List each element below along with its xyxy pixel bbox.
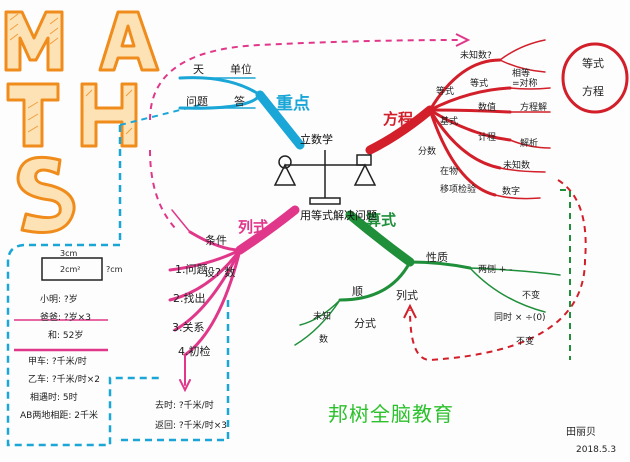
red-item-8: 计程 xyxy=(478,133,497,143)
magenta-item-5: 4.初检 xyxy=(178,345,211,358)
dashed-link-left xyxy=(149,149,176,229)
green-branch xyxy=(294,210,561,346)
box-row-5: 乙车: ?千米/时×2 xyxy=(28,375,100,385)
red-item-6: 数值 xyxy=(478,103,497,113)
red-item-15: 检验 xyxy=(458,185,477,195)
box-row-7: AB两地相距: 2千米 xyxy=(20,411,98,421)
magenta-item-4: 3.关系 xyxy=(172,321,205,334)
blue-branch-title: 重点 xyxy=(276,94,310,114)
box-row-2: 爸爸: ?岁×3 xyxy=(40,313,91,323)
red-item-1: 未知数? xyxy=(460,51,492,61)
green-item-5: 未知 xyxy=(313,312,332,322)
blue-item-2: 单位 xyxy=(230,63,252,76)
legend-item-b: 方程 xyxy=(582,85,604,98)
magenta-item-3: 2.找出 xyxy=(173,292,206,305)
green-item-9: 同时 × ÷(0) xyxy=(494,313,546,323)
blue-item-4: 答 xyxy=(234,95,245,108)
red-item-14: 分数 xyxy=(418,147,437,157)
magenta-branch-title: 列式 xyxy=(238,218,269,236)
red-item-5: 等式 xyxy=(436,87,455,97)
green-item-3: 列式 xyxy=(396,289,418,302)
box-row-3: 和: 52岁 xyxy=(48,331,84,341)
green-branch-title: 算式 xyxy=(366,211,397,229)
rectangle-shape xyxy=(41,257,103,281)
green-item-2: 顺 xyxy=(352,285,363,298)
balance-scale-icon xyxy=(273,150,377,205)
red-item-11: 在物 xyxy=(440,167,459,177)
watermark: 邦树全脑教育 xyxy=(328,402,454,426)
legend-ellipse xyxy=(561,42,629,114)
green-item-8: 不变 xyxy=(522,291,541,301)
center-top-label: 立数学 xyxy=(300,133,333,146)
green-item-6: 数 xyxy=(319,335,329,345)
blue-item-1: 天 xyxy=(193,63,204,76)
red-item-13: 移项 xyxy=(440,185,459,195)
dashed-link-red xyxy=(409,179,587,362)
green-item-4: 分式 xyxy=(354,317,376,330)
box-row-6: 相遇时: 5时 xyxy=(30,393,78,403)
green-item-10: 不变 xyxy=(516,337,535,347)
center-title: 用等式解决问题 xyxy=(300,209,377,222)
signature-name: 田丽贝 xyxy=(566,427,596,438)
magenta-branch xyxy=(168,205,300,393)
red-item-4: =对称 xyxy=(512,79,538,89)
red-item-9: 解析 xyxy=(520,139,539,149)
box-row-4: 甲车: ?千米/时 xyxy=(28,357,87,367)
red-branch-title: 方程 xyxy=(383,110,414,128)
maths-title-letters xyxy=(4,10,160,234)
signature-date: 2018.5.3 xyxy=(576,445,617,455)
magenta-item-1: 条件 xyxy=(205,234,227,247)
shape-top-label: 3cm xyxy=(60,249,78,258)
dashed-link-green xyxy=(560,189,571,360)
dashed-link-top xyxy=(149,39,461,121)
left-box-border xyxy=(6,125,160,447)
green-item-7: 两侧 + - xyxy=(478,265,513,275)
blue-branch xyxy=(178,76,305,150)
box-row-1: 小明: ?岁 xyxy=(40,295,78,305)
legend-item-a: 等式 xyxy=(582,57,604,70)
dashed-link-arrow xyxy=(455,33,471,47)
bottom-row-1: 去时: ?千米/时 xyxy=(155,401,214,411)
bottom-row-2: 返回: ?千米/时×3 xyxy=(155,421,227,431)
red-item-12: 未知数 xyxy=(503,161,531,171)
shape-right-label: ?cm xyxy=(106,265,123,274)
red-branch xyxy=(365,39,551,200)
letter-hatching xyxy=(9,13,133,135)
red-item-10: 基式 xyxy=(440,117,459,127)
red-item-2: 等式 xyxy=(470,79,489,89)
blue-item-3: 问题 xyxy=(186,95,208,108)
green-item-1: 性质 xyxy=(426,251,448,264)
dashed-link-red-arrow xyxy=(403,303,417,319)
red-item-3: 相等 xyxy=(512,69,531,79)
magenta-item-2: 1.问题 xyxy=(175,263,208,276)
red-item-7: 方程解 xyxy=(520,103,548,113)
red-item-16: 数字 xyxy=(502,187,521,197)
magenta-item-6: 设? 数 xyxy=(204,266,236,279)
shape-mid-label: 2cm² xyxy=(60,265,81,274)
